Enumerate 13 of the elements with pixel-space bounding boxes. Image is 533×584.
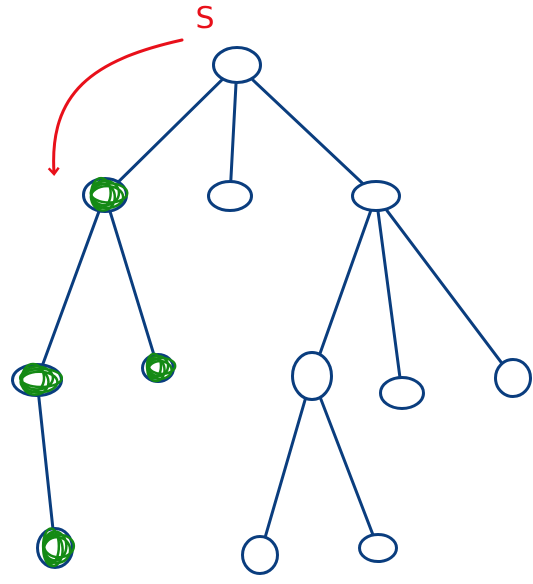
tree-edge bbox=[319, 397, 374, 536]
tree-edge bbox=[229, 82, 238, 182]
tree-edge bbox=[376, 210, 402, 378]
node-label: S bbox=[194, 2, 216, 36]
arrow bbox=[48, 38, 184, 176]
tree-edge bbox=[264, 398, 307, 538]
tree-edge bbox=[108, 211, 156, 356]
tree-edge bbox=[385, 208, 503, 364]
tree-edge bbox=[37, 395, 54, 529]
tree-edge bbox=[42, 210, 100, 365]
tree-edge bbox=[318, 210, 372, 354]
tree-edge bbox=[118, 78, 224, 182]
tree-edge bbox=[251, 78, 364, 184]
